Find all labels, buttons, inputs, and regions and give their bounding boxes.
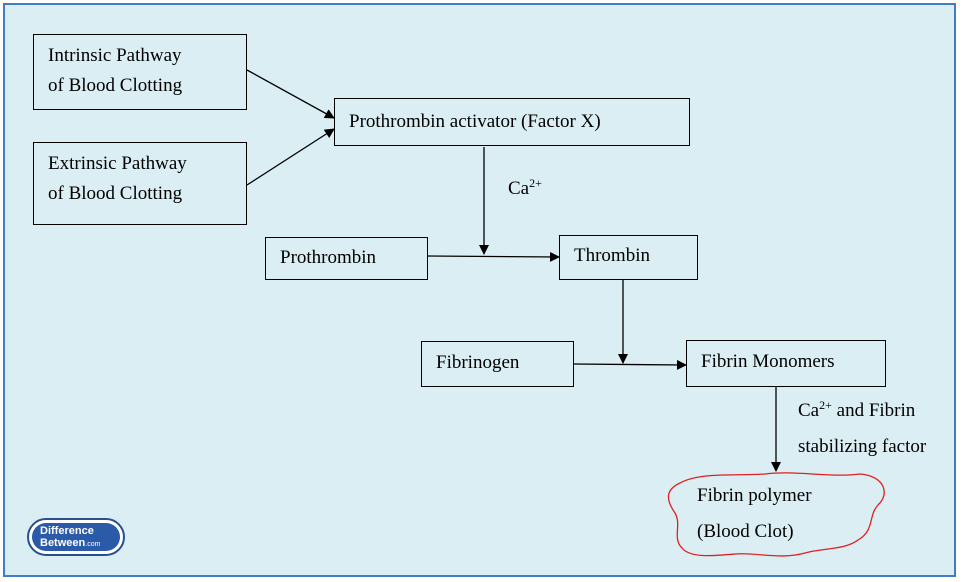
fibrinogen-label: Fibrinogen — [436, 352, 520, 373]
fibrin-monomers-label: Fibrin Monomers — [701, 351, 835, 372]
stabilizing-factor-label: Ca2+ and Fibrin stabilizing factor — [798, 396, 926, 462]
fibrin-polymer-line1: Fibrin polymer — [697, 485, 812, 506]
intrinsic-pathway-line1: Intrinsic Pathway — [48, 45, 182, 66]
extrinsic-pathway-box: Extrinsic Pathway of Blood Clotting — [33, 142, 247, 225]
thrombin-label: Thrombin — [574, 245, 650, 266]
calcium-symbol: Ca — [508, 178, 530, 199]
calcium-label: Ca2+ — [508, 174, 542, 204]
fibrinogen-box: Fibrinogen — [421, 341, 574, 387]
blood-clot-cloud — [667, 472, 885, 557]
extrinsic-pathway-line2: of Blood Clotting — [48, 183, 183, 204]
logo-text-suffix: .com — [85, 541, 101, 548]
prothrombin-activator-label: Prothrombin activator (Factor X) — [349, 111, 601, 132]
stabilizing-label-rest: and Fibrin — [831, 400, 916, 421]
fibrin-monomers-box: Fibrin Monomers — [686, 340, 886, 387]
calcium-charge: 2+ — [529, 176, 542, 190]
logo-text-part2: rence — [64, 525, 94, 537]
arrow-fibrinogen-to-monomers — [572, 359, 687, 370]
stabilizing-label-line2: stabilizing factor — [798, 436, 927, 457]
fibrin-polymer-label: Fibrin polymer (Blood Clot) — [697, 481, 812, 547]
arrow-prothrombin-to-thrombin — [426, 251, 560, 262]
stabilizing-calcium-symbol: Ca — [798, 400, 820, 421]
fibrin-polymer-line2: (Blood Clot) — [697, 521, 794, 542]
arrow-extrinsic-to-activator — [246, 128, 335, 186]
prothrombin-box: Prothrombin — [265, 237, 428, 280]
intrinsic-pathway-box: Intrinsic Pathway of Blood Clotting — [33, 34, 247, 110]
logo-text-part1: Diffe — [40, 525, 65, 537]
difference-between-logo: Difference Between.com — [27, 518, 125, 556]
stabilizing-calcium-charge: 2+ — [819, 398, 832, 412]
extrinsic-pathway-line1: Extrinsic Pathway — [48, 153, 187, 174]
arrow-intrinsic-to-activator — [246, 69, 335, 119]
prothrombin-label: Prothrombin — [280, 247, 377, 268]
prothrombin-activator-box: Prothrombin activator (Factor X) — [334, 98, 690, 146]
intrinsic-pathway-line2: of Blood Clotting — [48, 75, 183, 96]
logo-text-line2: Between — [40, 537, 86, 549]
thrombin-box: Thrombin — [559, 235, 698, 280]
